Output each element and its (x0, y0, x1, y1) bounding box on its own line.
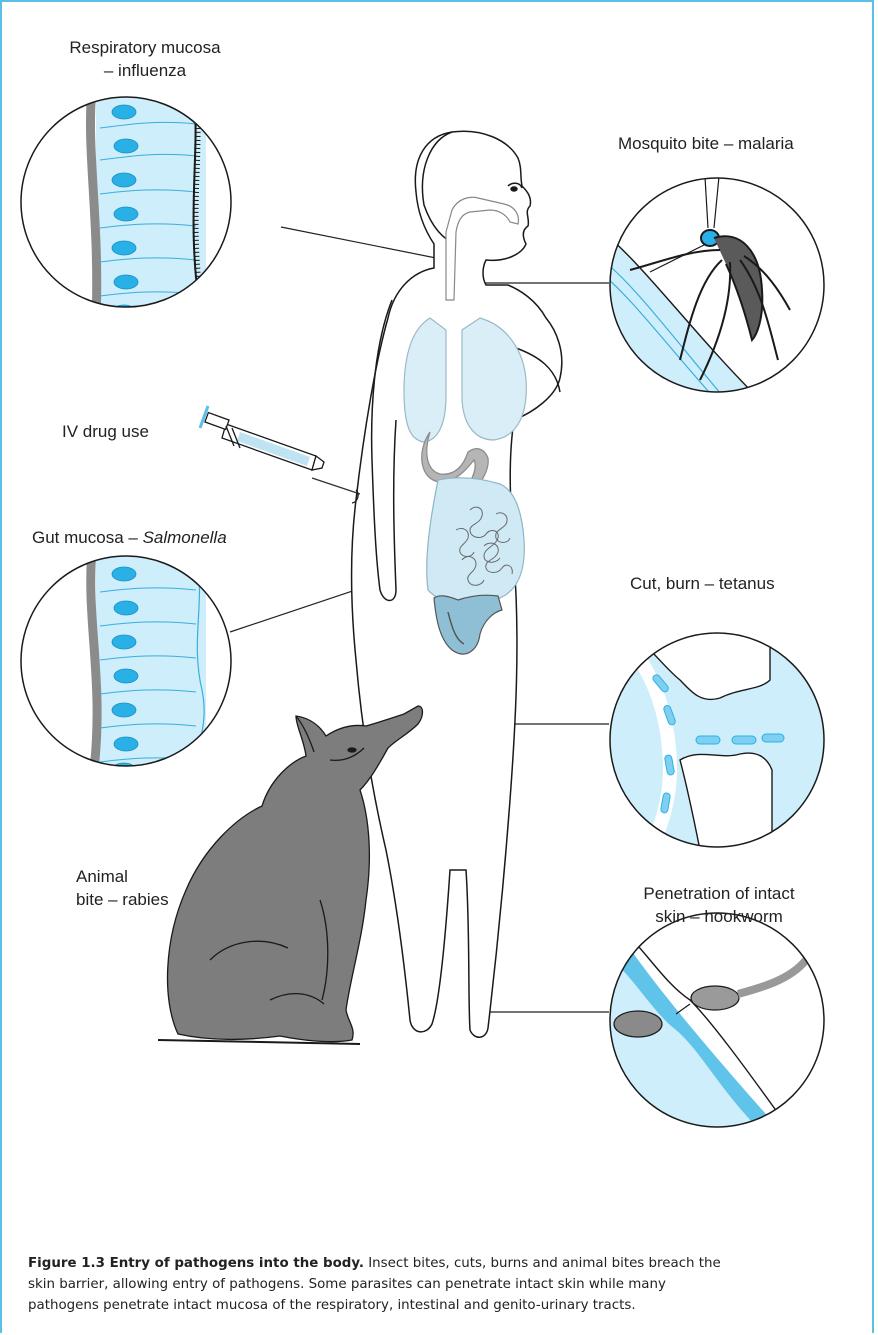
caption-title: Figure 1.3 Entry of pathogens into the b… (28, 1256, 364, 1271)
figure-caption: Figure 1.3 Entry of pathogens into the b… (28, 1253, 858, 1316)
label-penetration: Penetration of intact skin – hookworm (614, 882, 824, 928)
caption-text-line1: Insect bites, cuts, burns and animal bit… (364, 1256, 721, 1271)
label-gut-pathogen: Salmonella (143, 528, 227, 547)
label-respiratory-line1: Respiratory mucosa (40, 36, 250, 59)
syringe-illustration (200, 406, 360, 503)
liver-colon (427, 478, 525, 604)
label-gut-prefix: Gut mucosa – (32, 528, 143, 547)
caption-first-line: Figure 1.3 Entry of pathogens into the b… (28, 1256, 721, 1271)
label-gut: Gut mucosa – Salmonella (32, 526, 227, 549)
label-cut: Cut, burn – tetanus (630, 572, 775, 595)
label-respiratory: Respiratory mucosa – influenza (40, 36, 250, 82)
label-respiratory-line2: – influenza (40, 59, 250, 82)
pathogen-entry-diagram (0, 0, 878, 1240)
label-mosquito: Mosquito bite – malaria (618, 132, 794, 155)
label-penetration-line2: skin – hookworm (614, 905, 824, 928)
label-animal-line2: bite – rabies (76, 888, 169, 911)
gut-mucosa-inset (20, 550, 231, 780)
respiratory-mucosa-inset (20, 90, 231, 320)
label-animal: Animal bite – rabies (76, 865, 169, 911)
mosquito-inset (600, 160, 824, 400)
caption-text-line3: pathogens penetrate intact mucosa of the… (28, 1295, 858, 1316)
cut-inset (600, 630, 840, 850)
wolf-illustration (158, 706, 423, 1044)
label-penetration-line1: Penetration of intact (614, 882, 824, 905)
connector-respiratory (281, 227, 436, 258)
label-animal-line1: Animal (76, 865, 169, 888)
caption-text-line2: skin barrier, allowing entry of pathogen… (28, 1274, 858, 1295)
label-iv-drug: IV drug use (62, 420, 149, 443)
hookworm-inset (600, 913, 824, 1130)
